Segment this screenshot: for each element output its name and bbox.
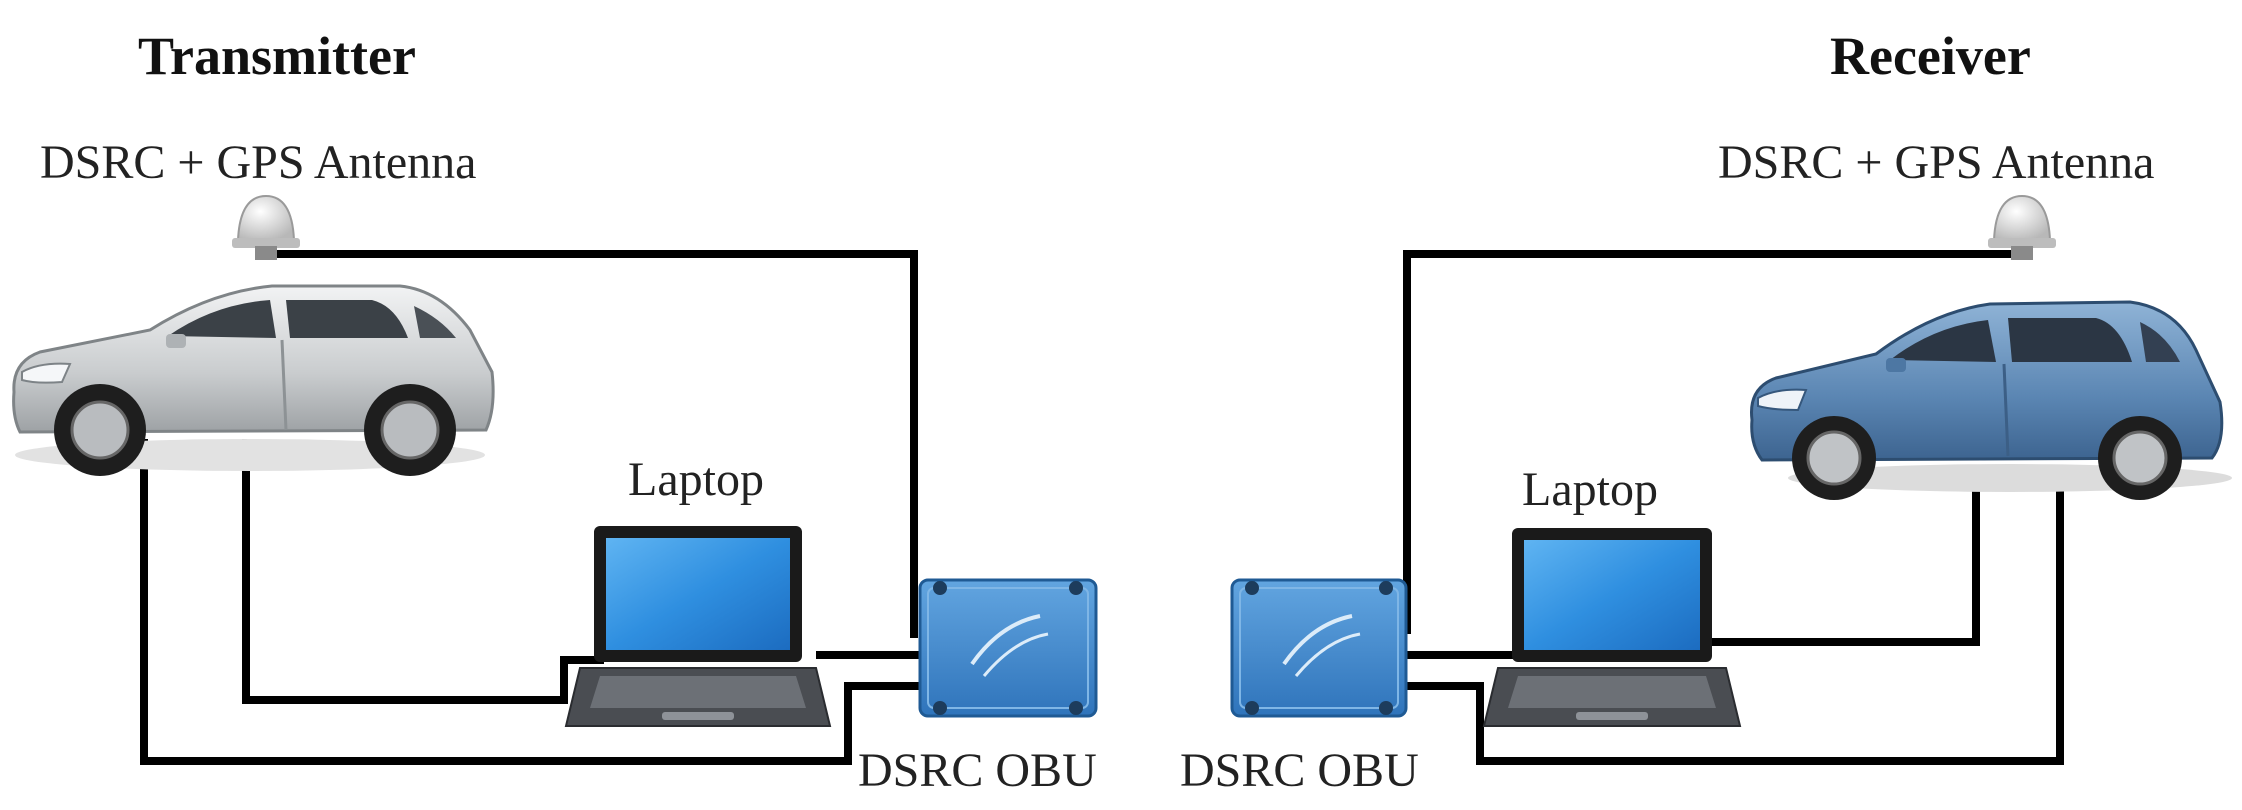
receiver-title: Receiver bbox=[1830, 26, 2031, 86]
rx-antenna-icon bbox=[1988, 194, 2056, 260]
wire-tx-car-to-obu bbox=[140, 439, 924, 765]
tx-laptop-icon bbox=[564, 526, 832, 727]
tx-dsrc-obu-icon bbox=[918, 578, 1098, 718]
wiring bbox=[140, 250, 2064, 765]
wire-rx-car-to-obu bbox=[1401, 466, 2064, 765]
rx-car-icon bbox=[1750, 300, 2232, 500]
rx-antenna-label: DSRC + GPS Antenna bbox=[1718, 136, 2154, 189]
rx-dsrc-obu-icon bbox=[1230, 578, 1408, 718]
rx-laptop-label: Laptop bbox=[1522, 463, 1658, 516]
wire-tx-antenna-to-obu bbox=[266, 250, 918, 638]
wire-rx-car-to-laptop bbox=[1708, 466, 1980, 646]
wire-tx-car-to-laptop bbox=[242, 439, 604, 704]
tx-car-icon bbox=[12, 284, 495, 476]
tx-obu-label: DSRC OBU bbox=[858, 744, 1097, 797]
rx-obu-label: DSRC OBU bbox=[1180, 744, 1419, 797]
tx-laptop-label: Laptop bbox=[628, 453, 764, 506]
wire-rx-antenna-to-obu bbox=[1403, 250, 2012, 634]
rx-laptop-icon bbox=[1482, 528, 1742, 727]
tx-antenna-label: DSRC + GPS Antenna bbox=[40, 136, 476, 189]
tx-antenna-icon bbox=[232, 194, 300, 260]
transmitter-title: Transmitter bbox=[138, 26, 416, 86]
